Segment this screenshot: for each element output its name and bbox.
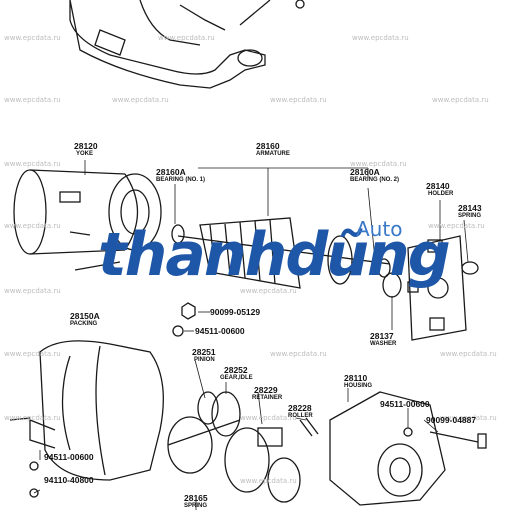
part-name-spring: SPRING (458, 213, 482, 219)
watermark: www.epcdata.ru (4, 96, 61, 104)
bolt-drawing (403, 427, 487, 449)
holder-drawing (407, 235, 479, 341)
starter-body-drawing (9, 340, 241, 498)
part-name-spring-2: SPRING (184, 503, 208, 509)
part-name-roller: ROLLER (288, 413, 313, 419)
watermark: www.epcdata.ru (112, 96, 169, 104)
part-number-nut-2: 94110-40800 (44, 475, 94, 485)
nut-screw-drawing (172, 302, 196, 337)
armature-drawing (171, 217, 391, 289)
part-number-pinion: 28251 (192, 347, 216, 357)
part-name-washer: WASHER (370, 341, 397, 347)
part-number-washer: 28137 (370, 331, 394, 341)
part-name-holder: HOLDER (428, 191, 454, 197)
gears-drawing (197, 391, 319, 503)
watermark: www.epcdata.ru (440, 414, 497, 422)
watermark: www.epcdata.ru (352, 34, 409, 42)
watermark: www.epcdata.ru (240, 287, 297, 295)
leader-lines (33, 160, 469, 510)
part-number-gear-idle: 28252 (224, 365, 248, 375)
part-number-bearing-2: 28160A (350, 167, 380, 177)
part-name-gear-idle: GEAR,IDLE (220, 375, 253, 381)
watermark: www.epcdata.ru (240, 414, 297, 422)
starter-assembly-top (69, 0, 305, 89)
part-number-holder: 28140 (426, 181, 450, 191)
part-number-roller: 28228 (288, 403, 312, 413)
watermark: www.epcdata.ru (4, 222, 61, 230)
part-name-packing: PACKING (70, 321, 98, 327)
watermark: www.epcdata.ru (350, 160, 407, 168)
part-number-retainer: 28229 (254, 385, 278, 395)
part-number-nut: 90099-05129 (210, 307, 261, 317)
part-number-screw: 94511-00600 (195, 326, 245, 336)
part-number-spring-2: 28165 (184, 493, 208, 503)
part-number-yoke: 28120 (74, 141, 98, 151)
part-name-pinion: PINION (194, 357, 215, 363)
part-number-bolt: 90099-04887 (426, 415, 477, 425)
part-number-spring: 28143 (458, 203, 482, 213)
part-number-housing: 28110 (344, 373, 368, 383)
housing-drawing (329, 391, 446, 506)
brand-logo-sub: Auto (356, 217, 403, 241)
watermark: www.epcdata.ru (270, 350, 327, 358)
watermark: www.epcdata.ru (270, 96, 327, 104)
part-name-bearing-2: BEARING (NO. 2) (350, 177, 400, 183)
part-name-housing: HOUSING (344, 383, 373, 389)
watermark: www.epcdata.ru (4, 160, 61, 168)
part-name-yoke: YOKE (76, 151, 94, 157)
brand-logo: thanhdũng (98, 220, 451, 290)
part-name-bearing-1: BEARING (NO. 1) (156, 177, 206, 183)
part-number-packing: 28150A (70, 311, 100, 321)
yoke-drawing (13, 169, 162, 271)
watermark: www.epcdata.ru (4, 414, 61, 422)
watermark: www.epcdata.ru (4, 350, 61, 358)
watermark: www.epcdata.ru (4, 34, 61, 42)
part-number-armature: 28160 (256, 141, 280, 151)
watermark: www.epcdata.ru (428, 222, 485, 230)
watermark: www.epcdata.ru (4, 287, 61, 295)
watermark: www.epcdata.ru (440, 350, 497, 358)
part-number-screw-3: 94511-00600 (44, 452, 94, 462)
watermark: www.epcdata.ru (240, 477, 297, 485)
part-name-retainer: RETAINER (252, 395, 283, 401)
watermark: www.epcdata.ru (432, 96, 489, 104)
watermark: www.epcdata.ru (158, 34, 215, 42)
part-number-bearing-1: 28160A (156, 167, 186, 177)
part-number-screw-2: 94511-00600 (380, 399, 430, 409)
part-name-armature: ARMATURE (256, 151, 290, 157)
